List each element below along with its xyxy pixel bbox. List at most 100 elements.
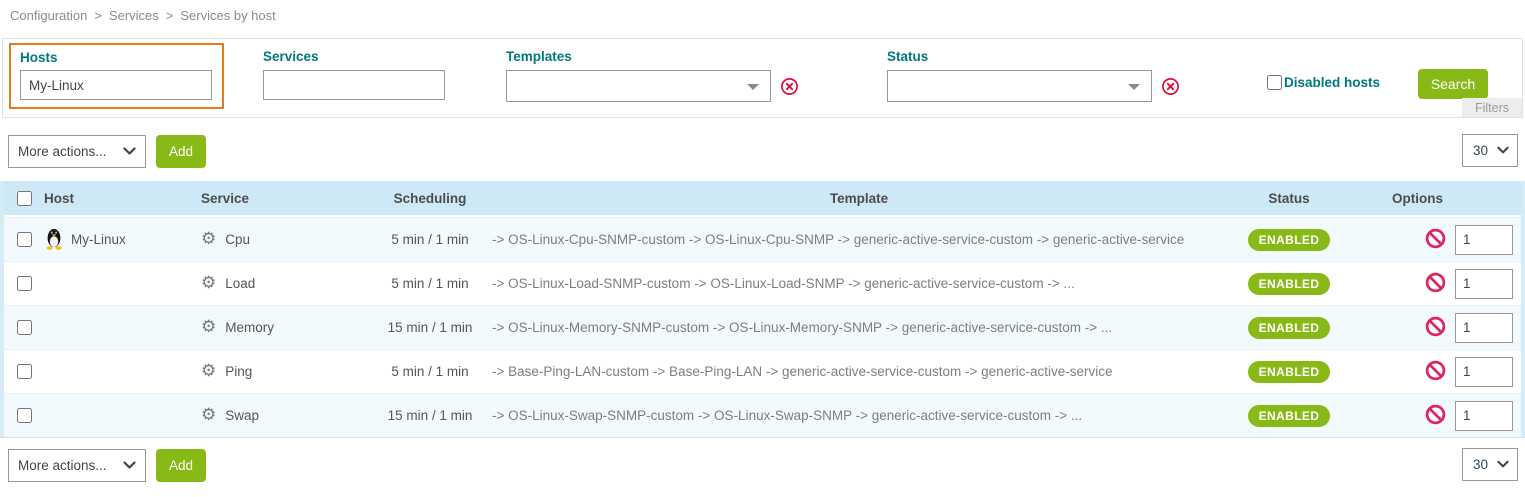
chevron-down-icon xyxy=(1128,84,1140,90)
status-filter-label: Status xyxy=(887,49,929,64)
status-filter-select[interactable] xyxy=(887,70,1152,102)
gear-icon[interactable]: ⚙ xyxy=(201,229,217,249)
row-checkbox[interactable] xyxy=(16,408,32,423)
chevron-down-icon xyxy=(123,146,136,156)
services-table: Host Service Scheduling Template Status … xyxy=(0,181,1525,438)
table-row: ⚙ Memory 15 min / 1 min -> OS-Linux-Memo… xyxy=(4,305,1521,349)
status-badge: ENABLED xyxy=(1247,404,1331,427)
breadcrumb-services[interactable]: Services xyxy=(108,8,159,23)
service-name[interactable]: Load xyxy=(225,276,256,291)
gear-icon[interactable]: ⚙ xyxy=(201,273,217,293)
service-name[interactable]: Cpu xyxy=(225,232,251,247)
column-header-status: Status xyxy=(1268,190,1310,206)
chevron-down-icon xyxy=(1497,146,1509,155)
templates-filter-label: Templates xyxy=(506,49,572,64)
gear-icon[interactable]: ⚙ xyxy=(201,361,217,381)
prohibited-icon[interactable] xyxy=(1425,316,1446,340)
service-name[interactable]: Ping xyxy=(225,364,253,379)
add-button[interactable]: Add xyxy=(156,448,207,482)
breadcrumb-separator: > xyxy=(165,8,174,23)
add-button[interactable]: Add xyxy=(156,134,207,168)
breadcrumb-configuration[interactable]: Configuration xyxy=(10,8,88,23)
row-checkbox[interactable] xyxy=(16,364,32,379)
breadcrumb: Configuration > Services > Services by host xyxy=(0,0,1525,23)
options-count-input[interactable] xyxy=(1455,224,1513,255)
row-checkbox[interactable] xyxy=(16,320,32,335)
options-count-input[interactable] xyxy=(1455,268,1513,299)
breadcrumb-separator: > xyxy=(94,8,102,23)
table-row: My-Linux ⚙ Cpu 5 min / 1 min -> OS-Linux… xyxy=(4,217,1521,261)
page-size-select[interactable]: 30 xyxy=(1462,448,1518,481)
linux-penguin-icon xyxy=(44,227,64,253)
services-filter-group: Services xyxy=(263,49,445,100)
options-count-input[interactable] xyxy=(1455,312,1513,343)
status-badge: ENABLED xyxy=(1247,360,1331,383)
services-filter-input[interactable] xyxy=(263,70,445,100)
bottom-toolbar: More actions... Add 30 xyxy=(8,448,1525,482)
gear-icon[interactable]: ⚙ xyxy=(201,317,217,337)
status-badge: ENABLED xyxy=(1247,316,1331,339)
status-badge: ENABLED xyxy=(1247,228,1331,251)
template-chain: -> OS-Linux-Swap-SNMP-custom -> OS-Linux… xyxy=(492,408,1083,423)
top-toolbar: More actions... Add 30 xyxy=(8,134,1525,168)
disabled-hosts-group: Disabled hosts xyxy=(1267,75,1380,90)
templates-clear-icon[interactable] xyxy=(780,77,799,96)
more-actions-select[interactable]: More actions... xyxy=(8,448,146,482)
page-size-value: 30 xyxy=(1473,143,1489,158)
template-chain: -> OS-Linux-Cpu-SNMP-custom -> OS-Linux-… xyxy=(492,232,1185,247)
more-actions-label: More actions... xyxy=(18,457,107,473)
table-row: ⚙ Load 5 min / 1 min -> OS-Linux-Load-SN… xyxy=(4,261,1521,305)
host-name[interactable]: My-Linux xyxy=(71,232,126,247)
gear-icon[interactable]: ⚙ xyxy=(201,405,217,425)
chevron-down-icon xyxy=(123,460,136,470)
table-row: ⚙ Swap 15 min / 1 min -> OS-Linux-Swap-S… xyxy=(4,393,1521,437)
table-header-row: Host Service Scheduling Template Status … xyxy=(4,181,1521,217)
prohibited-icon[interactable] xyxy=(1425,360,1446,384)
template-chain: -> OS-Linux-Load-SNMP-custom -> OS-Linux… xyxy=(492,276,1075,291)
page-size-select[interactable]: 30 xyxy=(1462,134,1518,167)
scheduling-value: 5 min / 1 min xyxy=(391,364,469,379)
prohibited-icon[interactable] xyxy=(1425,404,1446,428)
hosts-filter-label: Hosts xyxy=(20,50,58,65)
status-clear-icon[interactable] xyxy=(1161,77,1180,96)
more-actions-label: More actions... xyxy=(18,143,107,159)
template-chain: -> OS-Linux-Memory-SNMP-custom -> OS-Lin… xyxy=(492,320,1113,335)
status-filter-group: Status xyxy=(887,49,1180,102)
chevron-down-icon xyxy=(747,84,759,90)
table-row: ⚙ Ping 5 min / 1 min -> Base-Ping-LAN-cu… xyxy=(4,349,1521,393)
templates-filter-select[interactable] xyxy=(506,70,771,102)
scheduling-value: 5 min / 1 min xyxy=(391,232,469,247)
column-header-options: Options xyxy=(1392,190,1443,206)
breadcrumb-services-by-host: Services by host xyxy=(180,8,276,23)
prohibited-icon[interactable] xyxy=(1425,228,1446,252)
scheduling-value: 15 min / 1 min xyxy=(387,408,473,423)
hosts-filter-input[interactable] xyxy=(20,70,212,100)
service-name[interactable]: Memory xyxy=(225,320,275,335)
page-size-value: 30 xyxy=(1473,457,1489,472)
scheduling-value: 5 min / 1 min xyxy=(391,276,469,291)
row-checkbox[interactable] xyxy=(16,232,32,247)
column-header-scheduling: Scheduling xyxy=(393,190,467,206)
options-count-input[interactable] xyxy=(1455,356,1513,387)
disabled-hosts-checkbox[interactable] xyxy=(1267,75,1282,90)
row-checkbox[interactable] xyxy=(16,276,32,291)
select-all-checkbox[interactable] xyxy=(16,190,32,206)
templates-filter-group: Templates xyxy=(506,49,799,102)
disabled-hosts-label: Disabled hosts xyxy=(1284,75,1381,90)
scheduling-value: 15 min / 1 min xyxy=(387,320,473,335)
column-header-service: Service xyxy=(201,190,250,206)
prohibited-icon[interactable] xyxy=(1425,272,1446,296)
column-header-host: Host xyxy=(44,190,74,206)
template-chain: -> Base-Ping-LAN-custom -> Base-Ping-LAN… xyxy=(492,364,1113,379)
column-header-template: Template xyxy=(829,190,889,206)
hosts-filter-group: Hosts xyxy=(9,43,224,109)
status-badge: ENABLED xyxy=(1247,272,1331,295)
search-button[interactable]: Search xyxy=(1418,69,1488,99)
options-count-input[interactable] xyxy=(1455,400,1513,431)
chevron-down-icon xyxy=(1497,460,1509,469)
service-name[interactable]: Swap xyxy=(225,408,260,423)
filters-panel: Hosts Services Templates Status xyxy=(2,38,1523,118)
services-filter-label: Services xyxy=(263,49,319,64)
more-actions-select[interactable]: More actions... xyxy=(8,134,146,168)
filters-tab-label: Filters xyxy=(1461,98,1522,117)
